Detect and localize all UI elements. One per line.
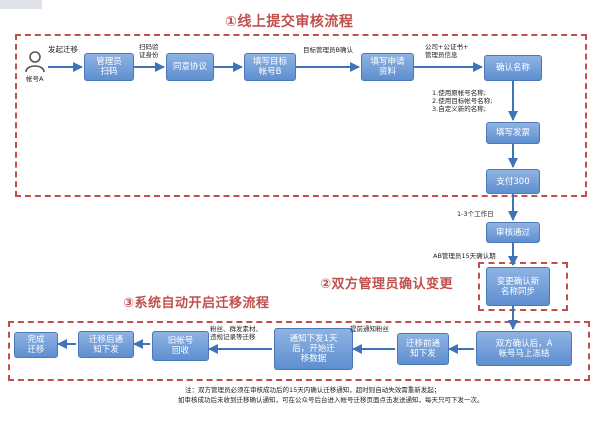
confirm-name-node: 确认名称 (484, 55, 542, 81)
label-company-cert: 公司+公证书+ 管理员信息 (425, 43, 469, 59)
fill-target-account-node: 填写目标 帐号B (244, 53, 296, 81)
label-name-options: 1.使用原帐号名称; 2.使用目标帐号名称; 3.自定义新的名称; (432, 89, 493, 113)
label-notify-fans: 提前通知粉丝 (350, 325, 389, 333)
post-migration-notice-node: 迁移后通 知下发 (78, 331, 134, 358)
label-scan-verify: 扫码验 证身份 (139, 43, 159, 59)
section-3-title: ③系统自动开启迁移流程 (123, 296, 270, 311)
user-account-icon (25, 51, 45, 73)
pay-node: 支付300 (486, 169, 540, 194)
section-2-title: ②双方管理员确认变更 (320, 277, 454, 292)
fill-request-info-node: 填写申请 资料 (361, 53, 414, 81)
both-confirm-freeze-node: 双方确认后，A 帐号马上冻结 (476, 331, 572, 366)
section-3-border (8, 321, 590, 381)
person-label: 帐号A (26, 75, 44, 83)
notice-1day-migrate-node: 通知下发1天 后，开始迁 移数据 (274, 328, 353, 370)
fill-invoice-node: 填写发票 (486, 122, 540, 144)
label-workdays: 1-3个工作日 (457, 210, 494, 218)
migration-complete-node: 完成 迁移 (14, 332, 58, 358)
label-ab-confirm-period: AB管理员15天确认期 (433, 252, 496, 260)
old-account-recycle-node: 旧帐号 回收 (152, 331, 209, 361)
section-1-title: ①线上提交审核流程 (225, 14, 354, 30)
footnote-line-1: 注：双方管理员必须在审核成功后的15天内确认迁移通知，超时则自动失效需重新发起； (185, 386, 441, 394)
agree-protocol-node: 同意协议 (166, 53, 214, 81)
pre-migration-notice-node: 迁移前通 知下发 (397, 333, 449, 365)
top-edge-mark (0, 0, 42, 9)
admin-scan-node: 管理员 扫码 (84, 53, 134, 81)
change-confirm-sync-node: 变更确认新 名称同步 (486, 267, 550, 306)
review-pass-node: 审核通过 (486, 222, 540, 243)
section-1-border (15, 34, 587, 197)
footnote-line-2: 如审核成功后未收到迁移确认通知，可在公众号后台进入帐号迁移页面点击发送通知，每天… (178, 396, 484, 404)
label-target-admin-confirm: 目标管理员B确认 (303, 46, 353, 54)
section-2-border (478, 262, 568, 311)
label-start-migration: 发起迁移 (48, 45, 78, 54)
label-migrated-items: 粉丝、群发素材、 违规记录等迁移 (210, 325, 262, 341)
